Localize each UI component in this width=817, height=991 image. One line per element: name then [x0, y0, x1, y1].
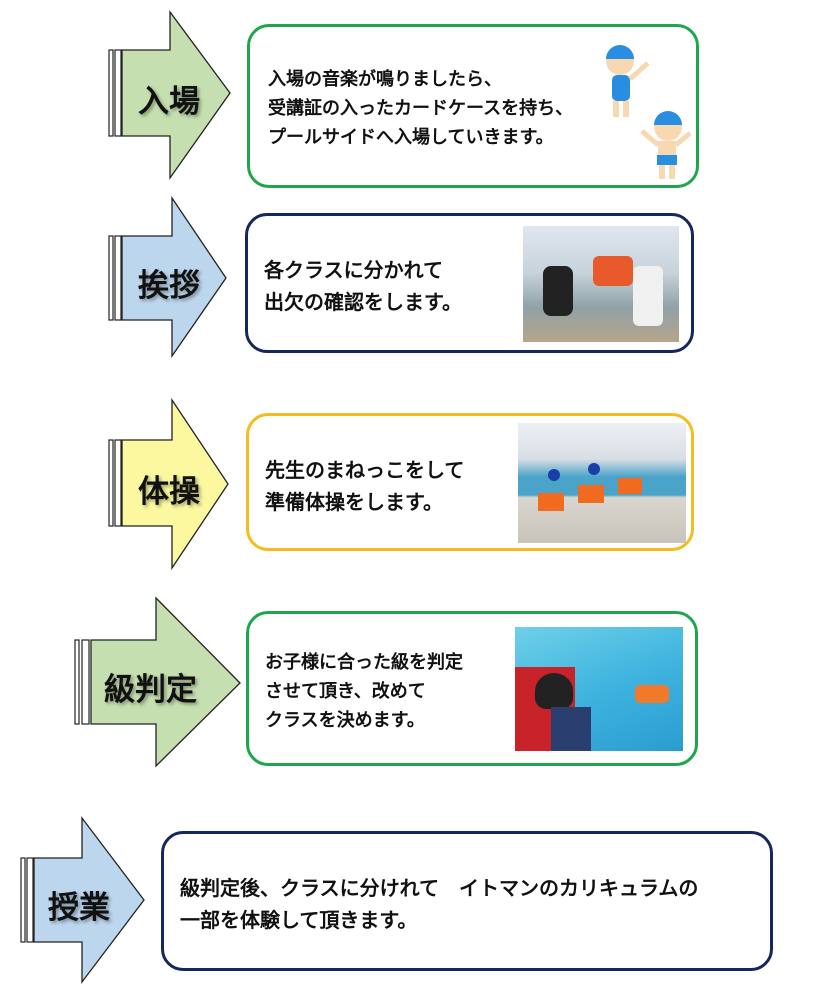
step-text-line: お子様に合った級を判定 — [265, 652, 463, 673]
arrow-shape — [74, 596, 241, 768]
step-box-greeting: 各クラスに分かれて 出欠の確認をします。 — [245, 213, 694, 353]
arrow-shape — [108, 397, 229, 571]
arrow-shape — [20, 816, 145, 984]
step-text-line: 級判定後、クラスに分けれて イトマンのカリキュラムの — [180, 876, 699, 900]
warmup-exercise-photo — [518, 423, 686, 543]
step-label: 体操 — [138, 474, 200, 510]
step-label: 級判定 — [104, 672, 197, 708]
arrow-shape — [108, 195, 227, 359]
step-box-exercise: 先生のまねっこをして 準備体操をします。 — [246, 413, 694, 551]
step-text-line: 準備体操をします。 — [265, 490, 443, 514]
step-text-line: 一部を体験して頂きます。 — [180, 908, 418, 932]
swimming-kids-illustration — [606, 45, 692, 179]
step-text-line: クラスを決めます。 — [265, 710, 425, 731]
step-text-line: 入場の音楽が鳴りましたら、 — [268, 69, 502, 90]
step-text-line: させて頂き、改めて — [265, 681, 426, 702]
step-box-entry: 入場の音楽が鳴りましたら、 受講証の入ったカードケースを持ち、 プールサイドへ入… — [247, 24, 699, 188]
step-label: 入場 — [138, 84, 200, 120]
step-text-line: 各クラスに分かれて — [264, 258, 443, 282]
level-test-photo — [515, 627, 683, 751]
step-label: 授業 — [48, 890, 110, 926]
step-box-lesson: 級判定後、クラスに分けれて イトマンのカリキュラムの 一部を体験して頂きます。 — [161, 831, 773, 971]
step-text-line: 受講証の入ったカードケースを持ち、 — [268, 98, 574, 119]
step-box-level-test: お子様に合った級を判定 させて頂き、改めて クラスを決めます。 — [246, 611, 698, 766]
arrow-shape — [108, 10, 231, 181]
step-text-line: 先生のまねっこをして — [265, 458, 465, 482]
attendance-check-photo — [523, 226, 679, 342]
step-text-line: 出欠の確認をします。 — [264, 290, 462, 314]
step-text-line: プールサイドへ入場していきます。 — [268, 127, 554, 148]
step-label: 挨拶 — [138, 268, 200, 304]
